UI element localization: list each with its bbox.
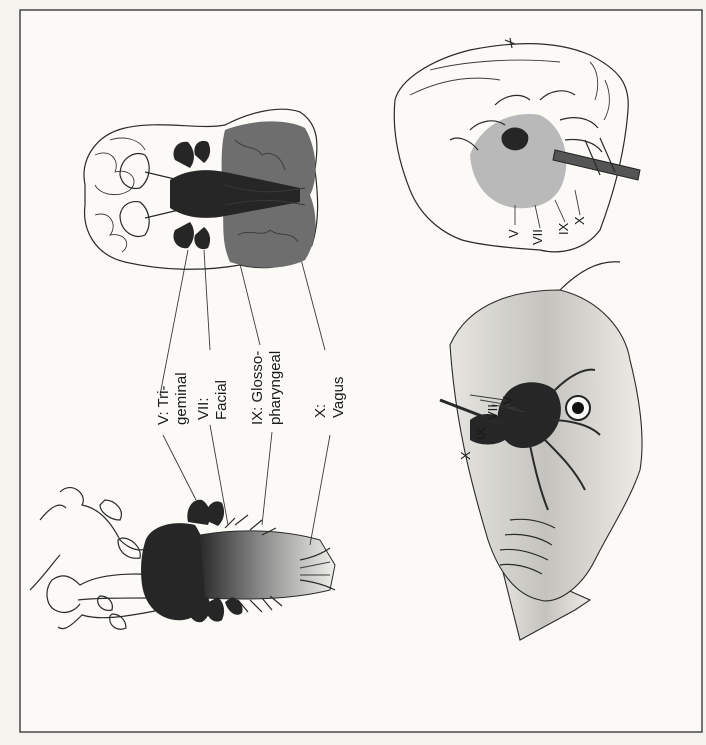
label-facial-2: Facial bbox=[213, 380, 230, 420]
label-vagus-2: Vagus bbox=[330, 377, 347, 418]
label-facial-1: VII: bbox=[195, 397, 212, 420]
shark-label-x: X bbox=[458, 451, 473, 460]
label-glosso-2: pharyngeal bbox=[267, 351, 284, 425]
shark-label-v: V bbox=[500, 396, 515, 405]
label-glosso-1: IX: Glosso- bbox=[249, 351, 266, 425]
head-label-x: X bbox=[572, 216, 587, 225]
head-label-ix: IX bbox=[556, 222, 571, 235]
shark-label-ix: IX bbox=[473, 427, 488, 440]
label-trigeminal-2: geminal bbox=[173, 372, 190, 425]
label-trigeminal-1: V: Tri- bbox=[155, 386, 172, 425]
head-label-v: V bbox=[506, 229, 521, 238]
shark-label-vii: VII bbox=[485, 404, 500, 420]
head-label-vii: VII bbox=[530, 229, 545, 245]
label-vagus-1: X: bbox=[312, 404, 329, 418]
